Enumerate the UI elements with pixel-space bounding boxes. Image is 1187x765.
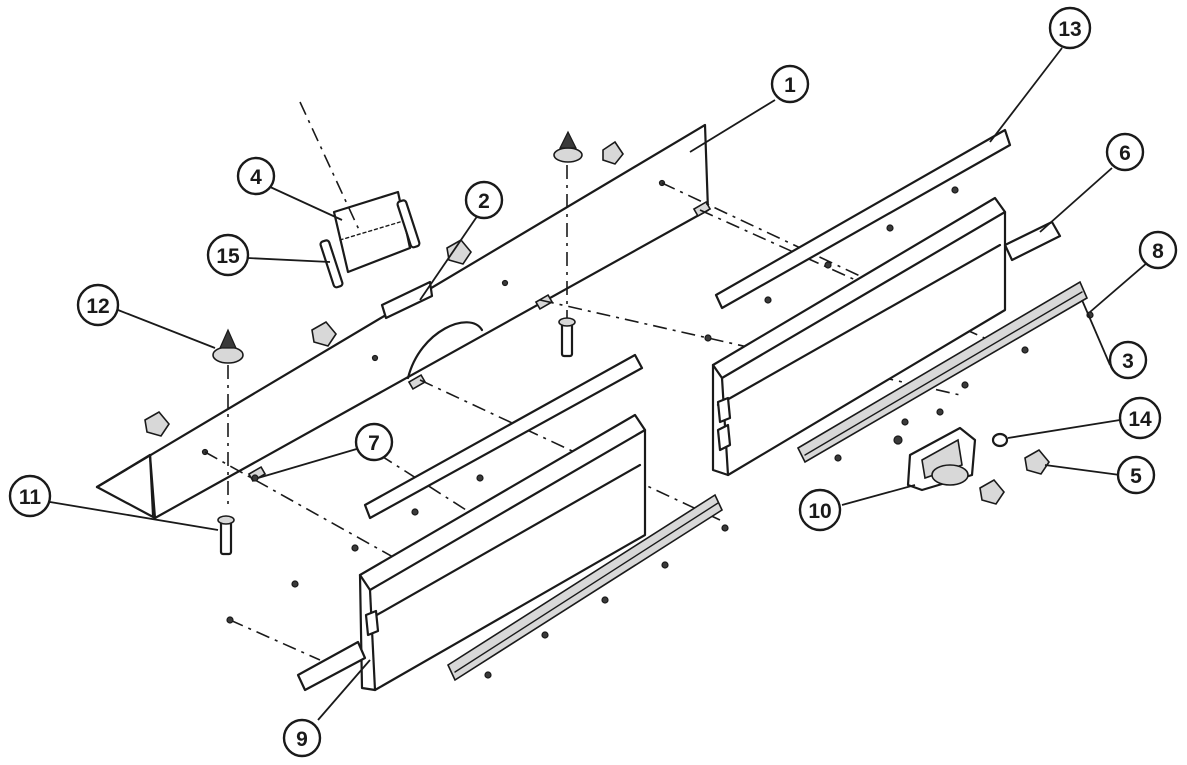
washer-14 xyxy=(991,432,1009,448)
callout-label-1: 1 xyxy=(784,74,796,97)
callout-10: 10 xyxy=(798,488,842,532)
screws-left xyxy=(226,474,729,679)
callout-label-8: 8 xyxy=(1152,240,1164,263)
callout-label-15: 15 xyxy=(216,245,240,268)
callout-label-3: 3 xyxy=(1122,350,1134,373)
part-bar-6 xyxy=(1003,220,1062,262)
callout-label-5: 5 xyxy=(1130,465,1142,488)
callout-label-10: 10 xyxy=(808,500,831,523)
part-bracket-10 xyxy=(893,426,977,492)
wing-knob-12 xyxy=(212,328,244,510)
callout-label-12: 12 xyxy=(86,295,109,318)
bolt-center xyxy=(558,317,576,358)
callout-2: 2 xyxy=(464,180,504,220)
callout-label-13: 13 xyxy=(1058,18,1081,41)
callout-label-4: 4 xyxy=(250,166,262,189)
callout-label-11: 11 xyxy=(19,486,42,509)
callout-label-7: 7 xyxy=(368,432,380,455)
callout-5: 5 xyxy=(1116,455,1156,495)
callout-15: 15 xyxy=(206,233,250,277)
wing-nut-left xyxy=(144,410,170,437)
part-left-table xyxy=(358,413,647,692)
part-strip-13 xyxy=(714,128,1012,310)
callout-7: 7 xyxy=(354,422,394,462)
part-strip-7 xyxy=(363,353,644,520)
screws-right xyxy=(704,186,1094,462)
callout-3: 3 xyxy=(1108,340,1148,380)
callout-12: 12 xyxy=(76,283,120,327)
callout-label-6: 6 xyxy=(1119,142,1131,165)
leader-lines xyxy=(49,47,1149,721)
callout-label-2: 2 xyxy=(478,190,490,213)
callout-11: 11 xyxy=(8,474,52,518)
part-fence-plate xyxy=(95,123,712,520)
part-rail-left xyxy=(446,493,724,682)
callout-8: 8 xyxy=(1138,230,1178,270)
callout-13: 13 xyxy=(1048,6,1092,50)
part-bar-9 xyxy=(296,640,367,692)
callout-1: 1 xyxy=(770,64,810,104)
part-rail-3 xyxy=(796,280,1089,464)
bolt-11 xyxy=(217,515,235,556)
callout-label-14: 14 xyxy=(1128,408,1152,431)
callout-4: 4 xyxy=(236,156,276,196)
callout-9: 9 xyxy=(282,718,322,758)
wing-nut-5 xyxy=(1024,448,1050,475)
callout-label-9: 9 xyxy=(296,728,308,751)
part-right-table xyxy=(711,196,1007,477)
wing-nut-bracket xyxy=(979,478,1005,505)
part-clamp-block xyxy=(299,101,421,289)
wing-knob-top xyxy=(553,130,624,330)
wing-nut-lower xyxy=(311,320,337,347)
callout-14: 14 xyxy=(1118,396,1162,440)
callout-6: 6 xyxy=(1105,132,1145,172)
